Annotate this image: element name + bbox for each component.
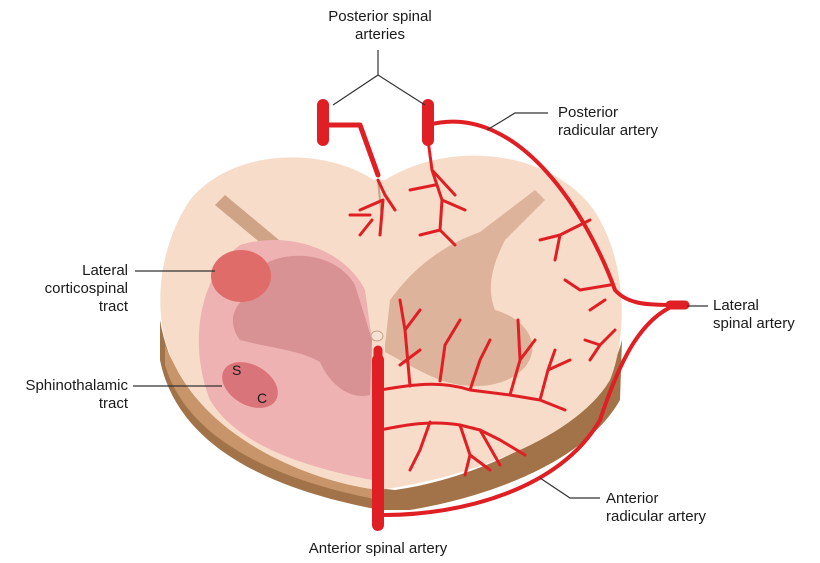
anterior-radicular-artery-label: Anterior radicular artery: [606, 490, 706, 526]
lateral-corticospinal-tract-label: Lateral corticospinal tract: [20, 262, 128, 316]
leader-anterior-radicular: [540, 478, 600, 498]
lateral-spinal-artery-label: Lateral spinal artery: [713, 297, 795, 333]
sphinothalamic-tract-label: Sphinothalamic tract: [4, 377, 128, 413]
anterior-spinal-artery-label: Anterior spinal artery: [285, 540, 471, 558]
posterior-spinal-arteries-label: Posterior spinal arteries: [306, 8, 454, 44]
sensory-c-label: C: [257, 390, 267, 406]
leader-posterior-spinal: [333, 50, 425, 105]
posterior-radicular-artery-label: Posterior radicular artery: [558, 104, 658, 140]
leader-posterior-radicular: [487, 113, 548, 130]
central-canal: [371, 331, 383, 341]
lateral-corticospinal-tract: [211, 250, 271, 302]
sensory-s-label: S: [232, 362, 241, 378]
